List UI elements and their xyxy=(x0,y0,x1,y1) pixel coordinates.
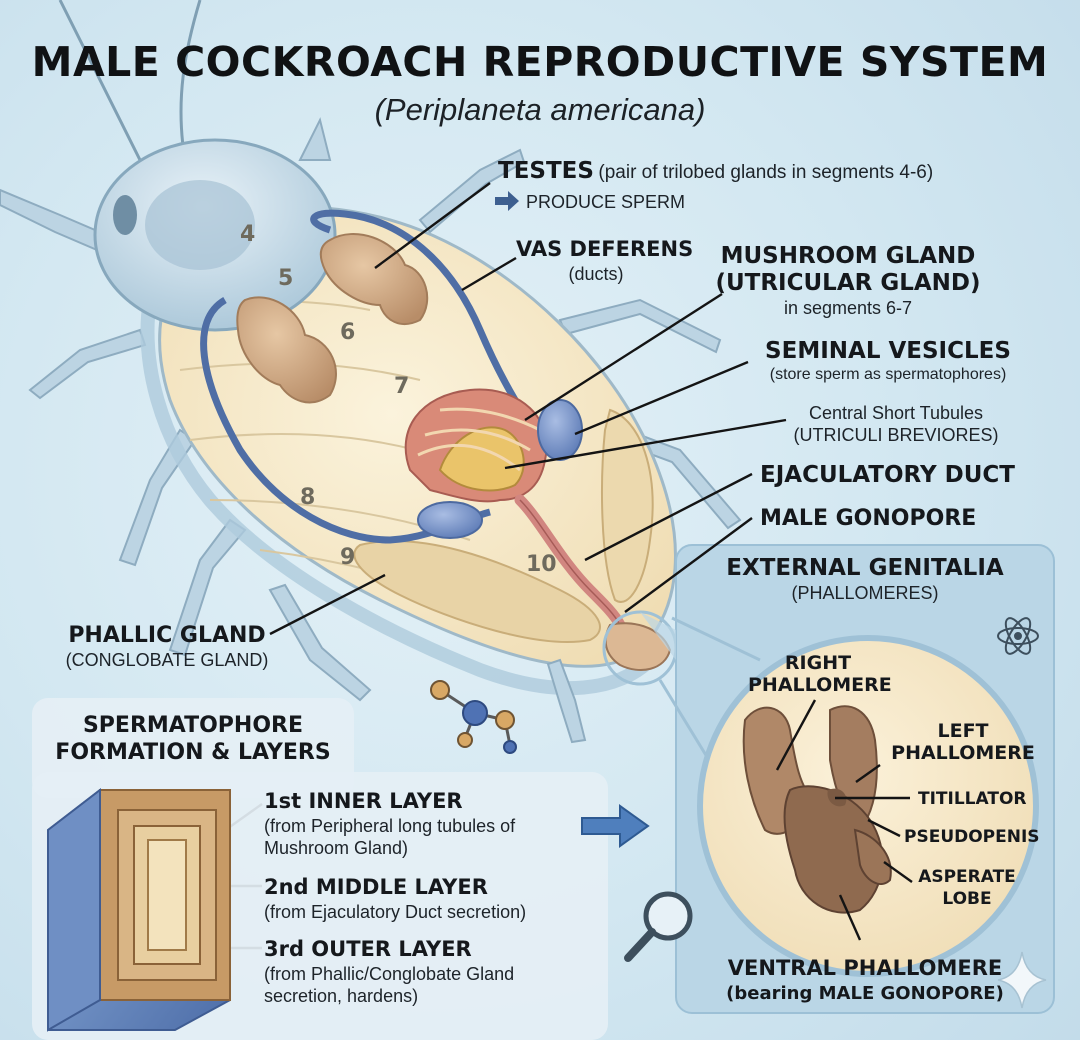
segment-number: 7 xyxy=(394,374,410,399)
label-testes: TESTES (pair of trilobed glands in segme… xyxy=(498,158,933,185)
seminal-vesicle-lower xyxy=(417,501,483,539)
pronotum-patch xyxy=(145,180,255,270)
asperate-lobe-line2: LOBE xyxy=(942,889,992,909)
testis-lower xyxy=(236,296,337,404)
vas-deferens-title: VAS DEFERENS xyxy=(516,237,694,261)
produce-sperm-arrow-icon xyxy=(495,191,519,211)
right-phallomere-line1: RIGHT xyxy=(784,652,852,674)
spermatophore-heading: SPERMATOPHORE FORMATION & LAYERS xyxy=(36,712,350,766)
phallic-gland-detail: (CONGLOBATE GLAND) xyxy=(65,650,269,670)
layer-inner-detail: (from Peripheral long tubules of Mushroo… xyxy=(264,816,516,858)
eye xyxy=(113,195,137,235)
label-titillator: TITILLATOR xyxy=(918,789,1027,809)
label-ventral-phallomere: VENTRAL PHALLOMERE (bearing MALE GONOPOR… xyxy=(690,955,1040,1006)
spermatophore-capsule xyxy=(47,787,231,1032)
atom-icon xyxy=(997,617,1039,655)
ventral-phallomere-detail: (bearing MALE GONOPORE) xyxy=(726,983,1004,1004)
genitalia-subtitle: (PHALLOMERES) xyxy=(791,583,939,603)
ventral-phallomere-title: VENTRAL PHALLOMERE xyxy=(727,956,1003,980)
segment-number: 8 xyxy=(300,485,316,510)
testes-note: PRODUCE SPERM xyxy=(526,192,686,212)
layer-middle: 2nd MIDDLE LAYER (from Ejaculatory Duct … xyxy=(264,874,604,923)
segment-number: 6 xyxy=(340,320,356,345)
mushroom-gland xyxy=(404,388,548,503)
label-phallic-gland: PHALLIC GLAND (CONGLOBATE GLAND) xyxy=(52,622,282,671)
segment-number: 10 xyxy=(526,552,557,577)
magnifier-icon xyxy=(624,891,693,962)
sparkle-icon xyxy=(997,951,1047,1009)
layer-middle-name: 2nd MIDDLE LAYER xyxy=(264,875,488,899)
mushroom-gland-detail: in segments 6-7 xyxy=(783,298,913,318)
left-phallomere-line1: LEFT xyxy=(937,720,989,742)
label-mushroom-gland: MUSHROOM GLAND (UTRICULAR GLAND) in segm… xyxy=(706,243,990,319)
label-seminal-vesicles: SEMINAL VESICLES (store sperm as spermat… xyxy=(740,338,1036,385)
phallic-gland-title: PHALLIC GLAND xyxy=(68,623,266,648)
page-subtitle: (Periplaneta americana) xyxy=(374,92,706,127)
molecule-icon xyxy=(430,680,517,754)
layer-outer-name: 3rd OUTER LAYER xyxy=(264,937,472,961)
layer-middle-detail: (from Ejaculatory Duct secretion) xyxy=(264,902,527,922)
label-right-phallomere: RIGHT PHALLOMERE xyxy=(748,652,892,696)
cercus xyxy=(546,658,587,744)
arrow-right-icon xyxy=(581,804,650,848)
antenna-left xyxy=(58,0,152,181)
layer-outer: 3rd OUTER LAYER (from Phallic/Conglobate… xyxy=(264,936,594,1007)
genitalia-title: EXTERNAL GENITALIA xyxy=(726,555,1004,581)
label-central-tubules: Central Short Tubules (UTRICULI BREVIORE… xyxy=(776,402,1016,446)
seminal-vesicle-upper xyxy=(537,399,583,461)
segment-number: 4 xyxy=(240,222,256,247)
left-phallomere-line2: PHALLOMERE xyxy=(891,742,1035,764)
seminal-vesicles-detail: (store sperm as spermatophores) xyxy=(769,366,1007,383)
accessory-gland xyxy=(601,408,654,603)
segment-number: 9 xyxy=(340,545,356,570)
layer-inner: 1st INNER LAYER (from Peripheral long tu… xyxy=(264,788,584,859)
label-left-phallomere: LEFT PHALLOMERE xyxy=(878,720,1048,764)
genitalia-small xyxy=(604,622,672,671)
mushroom-gland-alt: (UTRICULAR GLAND) xyxy=(715,270,981,296)
testes-detail: (pair of trilobed glands in segments 4-6… xyxy=(598,162,934,183)
zoom-cone xyxy=(640,612,676,660)
label-pseudopenis: PSEUDOPENIS xyxy=(904,827,1040,847)
right-phallomere-line2: PHALLOMERE xyxy=(748,674,892,696)
label-vas-deferens: VAS DEFERENS (ducts) xyxy=(516,236,694,285)
vas-deferens-detail: (ducts) xyxy=(568,264,624,284)
layer-outer-detail: (from Phallic/Conglobate Gland secretion… xyxy=(264,964,515,1006)
layer-inner-name: 1st INNER LAYER xyxy=(264,789,463,813)
central-tubules-line2: (UTRICULI BREVIORES) xyxy=(793,425,999,445)
mushroom-gland-title: MUSHROOM GLAND xyxy=(720,243,976,269)
ejaculatory-duct-outline xyxy=(519,499,621,626)
segment-number: 5 xyxy=(278,266,294,291)
asperate-lobe-line1: ASPERATE xyxy=(918,867,1016,887)
spermatophore-title: SPERMATOPHORE xyxy=(82,713,304,738)
zoom-line-top xyxy=(671,616,761,662)
antenna-right xyxy=(179,0,202,161)
phallic-gland xyxy=(353,540,601,643)
testes-title: TESTES xyxy=(498,158,594,184)
central-tubules-line1: Central Short Tubules xyxy=(808,403,984,423)
page-title: MALE COCKROACH REPRODUCTIVE SYSTEM xyxy=(31,38,1049,86)
genitalia-heading: EXTERNAL GENITALIA (PHALLOMERES) xyxy=(680,555,1050,604)
label-ejaculatory-duct: EJACULATORY DUCT xyxy=(760,462,1015,488)
spermatophore-title-line2: FORMATION & LAYERS xyxy=(55,740,331,765)
label-male-gonopore: MALE GONOPORE xyxy=(760,506,977,531)
label-asperate-lobe: ASPERATE LOBE xyxy=(912,866,1022,910)
seminal-vesicles-title: SEMINAL VESICLES xyxy=(765,338,1011,364)
